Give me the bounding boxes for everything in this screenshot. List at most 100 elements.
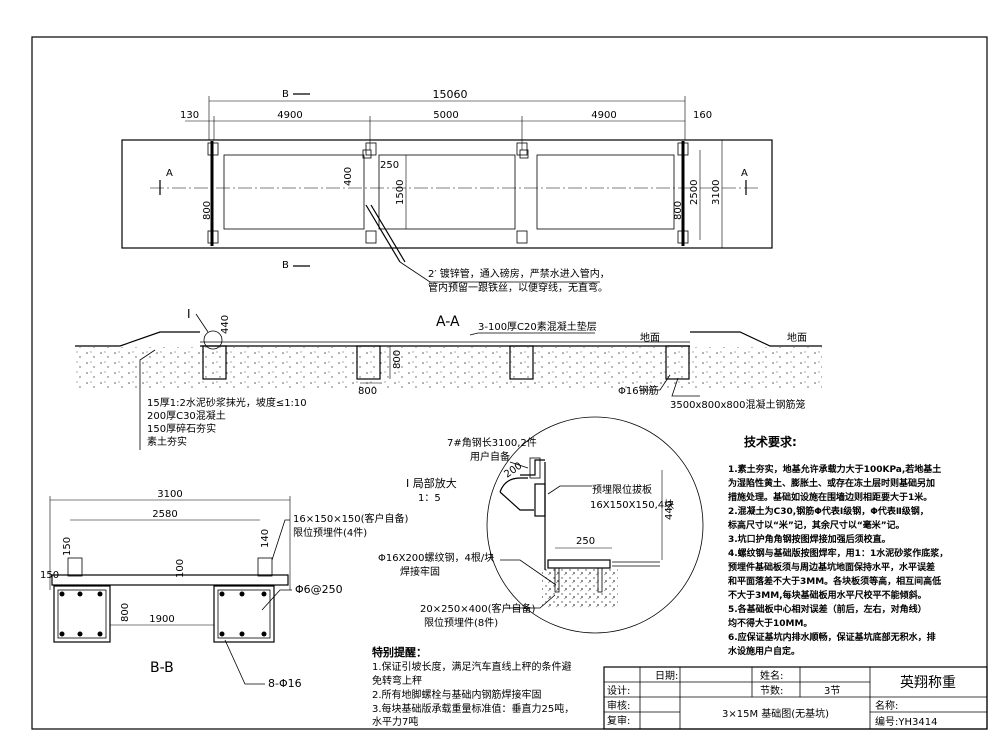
bb-dim-2580: 2580 [152,509,177,520]
dim-seg2: 5000 [433,110,458,121]
bb-dim-150-top: 150 [62,537,73,556]
tech-requirements: 技术要求: 1.素土夯实，地基允许承载力大于100KPa,若地基土 为湿陷性黄土… [727,434,948,657]
section-marker-b-bottom: B [282,260,289,271]
checker-label: 复审: [607,714,630,727]
cage-label: 3500x800x800混凝土钢筋笼 [670,398,805,411]
drawing-frame [31,36,988,730]
tech-line-14: 水设施用户自定。 [728,645,800,657]
bolt-label-1: Φ16X200螺纹钢，4根/块 [378,551,494,564]
notes-title: 特别提醒： [372,645,427,659]
tech-line-11: 5.各基础板中心相对误差（前后，左右，对角线） [728,603,927,615]
notes-line-2: 免转弯上秤 [372,674,422,687]
section-bb: 3100 2580 150 140 150 100 800 1900 16×15… [40,489,409,690]
bb-dim-150-left: 150 [40,570,59,581]
dim-right-edge: 160 [693,110,712,121]
plan-view: 15060 B 130 160 4900 5000 4900 [121,88,773,294]
dim-800-left: 800 [202,201,213,220]
cage-1 [202,345,227,380]
reviewer-label: 审核: [607,699,630,712]
title-block: 日期: 姓名: 设计: 节数: 3节 审核: 复审: 3×15M 基础图(无基坑… [603,666,988,730]
aa-dim-800-h: 800 [358,386,377,397]
dim-seg3: 4900 [591,110,616,121]
bb-beam-left [53,585,111,643]
tech-line-9: 和平面落差不大于3MM。各块板须等高，相互间高低 [727,575,941,587]
layer-3: 150厚碎石夯实 [147,422,216,435]
bb-bar-label: 8-Φ16 [268,677,302,690]
tech-line-13: 6.应保证基坑内排水顺畅，保证基坑底部无积水，排 [728,631,936,643]
plate-label-1: 预埋限位拔板 [592,483,652,496]
dim-800-right: 800 [673,201,684,220]
plan-outer-slab [121,139,773,249]
dim-left-edge: 130 [180,110,199,121]
tech-line-3: 措施处理。基础如设施在围墙边则相距要大于1米。 [728,491,932,503]
plan-bolt-blocks [207,142,689,244]
detail-i-title: I 局部放大 [406,476,457,490]
drawing-title: 3×15M 基础图(无基坑) [722,707,829,720]
rebar-label: Φ16钢筋 [618,384,659,397]
embed-label-1: 20×250×400(客户自备) [420,602,536,615]
pipe-note-1: 2′ 镀锌管，通入磅房，严禁水进入管内， [428,267,610,280]
dim-400: 400 [343,167,354,186]
dim-total: 15060 [433,88,468,101]
number-label: 编号:YH3414 [875,715,937,728]
ground-left: 地面 [640,331,660,344]
bb-dim-140: 140 [260,529,271,548]
tech-line-6: 3.坑口护角角钢按图焊接加强后须校直。 [728,533,891,545]
tech-line-2: 为湿陷性黄土、膨胀土、或存在冻土层时则基础另加 [728,477,935,489]
bb-embed-label-1: 16×150×150(客户自备) [293,512,409,525]
layer-4: 素土夯实 [147,435,187,448]
designer-label: 设计: [607,684,630,697]
dim-1500: 1500 [395,180,406,205]
aa-dim-800-v: 800 [392,350,403,369]
bb-dim-1900: 1900 [149,614,174,625]
cushion-label: 3-100厚C20素混凝土垫层 [478,320,597,333]
section-marker-a-left: A [166,168,173,179]
detail-i-scale: 1：5 [418,493,441,504]
special-notes: 特别提醒： 1.保证引坡长度，满足汽车直线上秤的条件避 免转弯上秤 2.所有地脚… [372,645,574,728]
section-aa-title: A-A [436,314,460,330]
detail-marker: I [187,307,191,321]
detail-dim-250: 250 [576,536,595,547]
company-name: 英翔称重 [900,674,956,691]
name2-label: 名称: [875,699,898,712]
layer-2: 200厚C30混凝土 [147,409,226,422]
tech-line-12: 均不得大于10MM。 [728,617,812,629]
section-marker-a-right: A [741,168,748,179]
plan-pit-2 [378,154,516,230]
bb-dim-100: 100 [175,559,186,578]
cage-2 [356,345,381,380]
section-aa: A-A 3-100厚C20素混凝土垫层 地面 地面 I 440 800 800 … [75,307,822,450]
section-count-label: 节数: [760,684,783,697]
plan-pit-3 [536,154,675,230]
aa-dim-440: 440 [220,315,231,334]
plan-pit-1 [223,154,365,230]
dim-250: 250 [380,160,399,171]
bolt-label-2: 焊接牢固 [400,565,440,578]
dim-3100: 3100 [711,180,722,205]
detail-dim-440: 440 [664,501,675,520]
bb-embed-label-2: 限位预埋件(4件) [293,526,367,539]
tech-line-1: 1.素土夯实，地基允许承载力大于100KPa,若地基土 [728,463,941,475]
notes-line-3: 2.所有地脚螺栓与基础内钢筋焊接牢固 [372,688,542,701]
angle-label-2: 用户自备 [470,450,510,463]
dim-2500: 2500 [689,180,700,205]
cage-3 [509,345,534,380]
angle-label-1: 7#角钢长3100,2件 [447,436,537,449]
section-count-value: 3节 [824,685,840,697]
section-bb-title: B-B [150,660,174,676]
section-marker-b-top: B [282,89,289,100]
layer-1: 15厚1:2水泥砂浆抹光，坡度≤1:10 [147,396,307,409]
ground-right: 地面 [787,331,807,344]
dim-seg1: 4900 [277,110,302,121]
detail-i-circle [486,416,704,634]
detail-i: I 局部放大 1：5 200 7#角钢长3100,2件 用户自备 预埋限位拔板 … [378,416,704,634]
tech-title: 技术要求: [744,434,797,449]
tech-line-7: 4.螺纹钢与基础版按图焊牢，用1：1水泥砂浆作底浆， [728,547,948,559]
tech-line-4: 2.混凝土为C30,钢筋Φ代表Ⅰ级钢，Φ代表Ⅱ级钢， [728,505,929,517]
notes-line-1: 1.保证引坡长度，满足汽车直线上秤的条件避 [372,660,572,673]
date-label: 日期: [655,670,678,682]
tech-line-8: 预埋件基础板须与周边基坑地面保持水平，水平误差 [728,561,935,573]
bb-dim-800: 800 [120,603,131,622]
tech-line-5: 标高尺寸以“米”记，其余尺寸以“毫米”记。 [727,519,905,531]
